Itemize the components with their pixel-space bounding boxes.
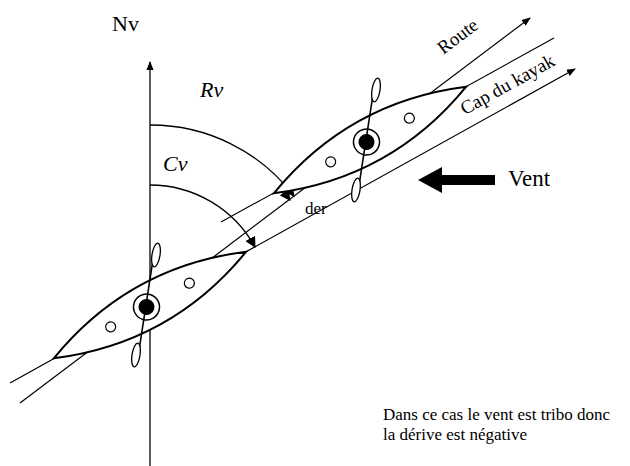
kayak-hull — [263, 67, 477, 212]
angle-label: Rv — [200, 78, 223, 102]
paddle — [350, 78, 382, 203]
kayak-hull — [43, 232, 257, 377]
wind-label: Vent — [508, 166, 550, 191]
heading-line — [10, 69, 575, 383]
north-axis — [149, 62, 150, 466]
drift-label: der — [305, 200, 327, 219]
north-label: Nv — [112, 12, 139, 36]
kayak-axis-line — [221, 38, 554, 222]
wind-arrow — [418, 167, 495, 193]
route-line — [20, 18, 530, 403]
angle-label: Cv — [163, 152, 187, 176]
route-angle-arc — [150, 125, 294, 196]
route-label: Route — [434, 15, 483, 59]
note-text: Dans ce cas le vent est tribo donc la dé… — [383, 405, 623, 444]
heading-angle-arc — [150, 185, 255, 247]
paddle — [130, 243, 162, 368]
